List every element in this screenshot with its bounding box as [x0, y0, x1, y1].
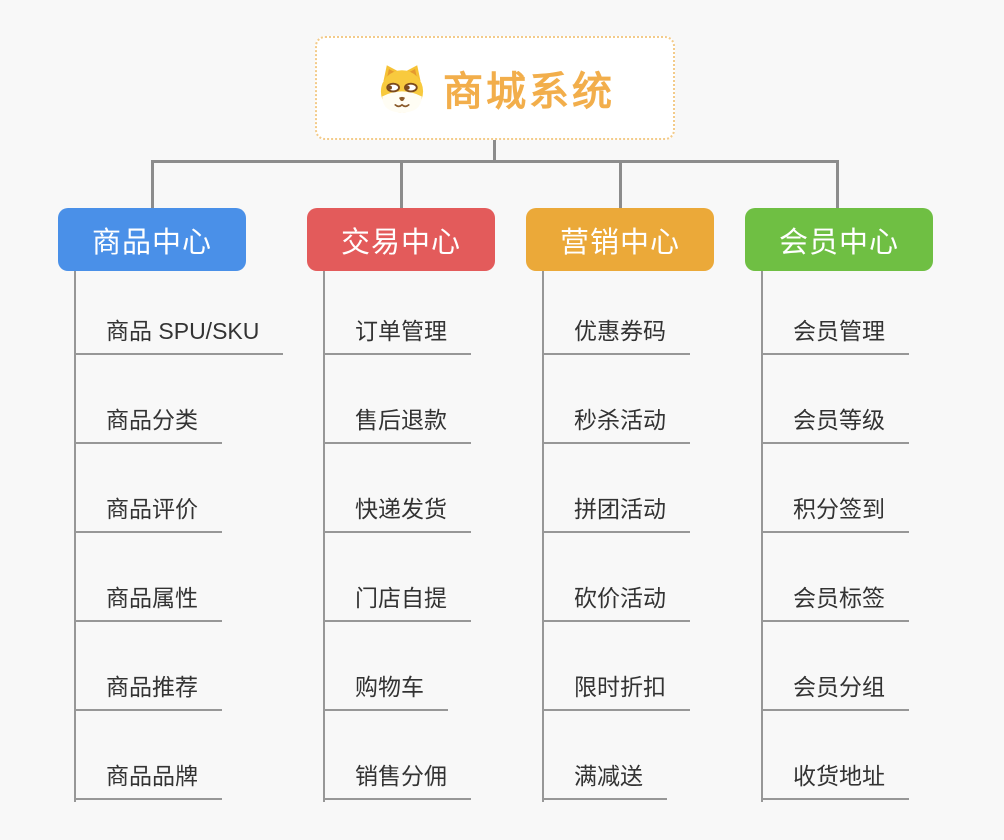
branch-item-trade-center-3[interactable]: 门店自提 — [323, 579, 471, 622]
branch-item-member-center-2[interactable]: 积分签到 — [761, 490, 909, 533]
branch-item-row: 销售分佣 — [323, 711, 471, 800]
branch-item-row: 优惠券码 — [542, 271, 690, 355]
branch-box-member-center[interactable]: 会员中心 — [745, 208, 933, 271]
branch-column-marketing-center: 优惠券码秒杀活动拼团活动砍价活动限时折扣满减送 — [542, 271, 690, 802]
branch-item-row: 购物车 — [323, 622, 471, 711]
branch-item-row: 拼团活动 — [542, 444, 690, 533]
branch-item-marketing-center-0[interactable]: 优惠券码 — [542, 312, 690, 355]
branch-stem-line — [400, 160, 403, 208]
branch-item-row: 门店自提 — [323, 533, 471, 622]
branch-item-row: 秒杀活动 — [542, 355, 690, 444]
branch-column-member-center: 会员管理会员等级积分签到会员标签会员分组收货地址 — [761, 271, 909, 802]
dog-face-icon — [380, 65, 424, 113]
branch-box-product-center[interactable]: 商品中心 — [58, 208, 246, 271]
branch-item-row: 快递发货 — [323, 444, 471, 533]
branch-item-row: 会员管理 — [761, 271, 909, 355]
branch-item-trade-center-4[interactable]: 购物车 — [323, 668, 448, 711]
branch-item-row: 砍价活动 — [542, 533, 690, 622]
branch-column-product-center: 商品 SPU/SKU 商品分类商品评价商品属性商品推荐商品品牌 — [74, 271, 284, 802]
root-node[interactable]: 商城系统 — [315, 36, 675, 140]
branch-item-product-center-0[interactable]: 商品 SPU/SKU — [74, 312, 284, 355]
branch-item-row: 商品推荐 — [74, 622, 283, 711]
branch-box-trade-center[interactable]: 交易中心 — [307, 208, 495, 271]
branch-item-row: 积分签到 — [761, 444, 909, 533]
trunk-line — [542, 271, 544, 802]
branch-item-row: 商品分类 — [74, 355, 283, 444]
branch-item-row: 限时折扣 — [542, 622, 690, 711]
branch-item-product-center-1[interactable]: 商品分类 — [74, 401, 222, 444]
branch-item-marketing-center-5[interactable]: 满减送 — [542, 757, 667, 800]
branch-item-marketing-center-4[interactable]: 限时折扣 — [542, 668, 690, 711]
branch-item-row: 商品品牌 — [74, 711, 283, 800]
branch-item-row: 商品属性 — [74, 533, 283, 622]
horizontal-rail-line — [151, 160, 839, 163]
branch-item-trade-center-2[interactable]: 快递发货 — [323, 490, 471, 533]
trunk-line — [74, 271, 76, 802]
branch-item-member-center-1[interactable]: 会员等级 — [761, 401, 909, 444]
branch-item-marketing-center-3[interactable]: 砍价活动 — [542, 579, 690, 622]
branch-item-row: 收货地址 — [761, 711, 909, 800]
branch-item-product-center-4[interactable]: 商品推荐 — [74, 668, 222, 711]
branch-item-trade-center-0[interactable]: 订单管理 — [323, 312, 471, 355]
branch-item-product-center-5[interactable]: 商品品牌 — [74, 757, 222, 800]
root-stem-line — [493, 140, 496, 163]
branch-item-trade-center-1[interactable]: 售后退款 — [323, 401, 471, 444]
branch-box-marketing-center[interactable]: 营销中心 — [526, 208, 714, 271]
branch-item-member-center-5[interactable]: 收货地址 — [761, 757, 909, 800]
branch-item-trade-center-5[interactable]: 销售分佣 — [323, 757, 471, 800]
branch-item-member-center-4[interactable]: 会员分组 — [761, 668, 909, 711]
branch-item-product-center-3[interactable]: 商品属性 — [74, 579, 222, 622]
branch-stem-line — [151, 160, 154, 208]
branch-item-row: 售后退款 — [323, 355, 471, 444]
branch-item-marketing-center-2[interactable]: 拼团活动 — [542, 490, 690, 533]
branch-item-product-center-2[interactable]: 商品评价 — [74, 490, 222, 533]
branch-item-row: 满减送 — [542, 711, 690, 800]
branch-item-row: 商品 SPU/SKU — [74, 271, 284, 355]
branch-stem-line — [836, 160, 839, 208]
branch-item-row: 会员分组 — [761, 622, 909, 711]
root-title: 商城系统 — [443, 70, 615, 114]
branch-item-row: 会员标签 — [761, 533, 909, 622]
branch-item-member-center-3[interactable]: 会员标签 — [761, 579, 909, 622]
branch-item-marketing-center-1[interactable]: 秒杀活动 — [542, 401, 690, 444]
branch-column-trade-center: 订单管理售后退款快递发货门店自提购物车销售分佣 — [323, 271, 471, 802]
branch-item-row: 会员等级 — [761, 355, 909, 444]
branch-item-member-center-0[interactable]: 会员管理 — [761, 312, 909, 355]
branch-item-row: 订单管理 — [323, 271, 471, 355]
trunk-line — [323, 271, 325, 802]
branch-stem-line — [619, 160, 622, 208]
branch-item-row: 商品评价 — [74, 444, 283, 533]
trunk-line — [761, 271, 763, 802]
